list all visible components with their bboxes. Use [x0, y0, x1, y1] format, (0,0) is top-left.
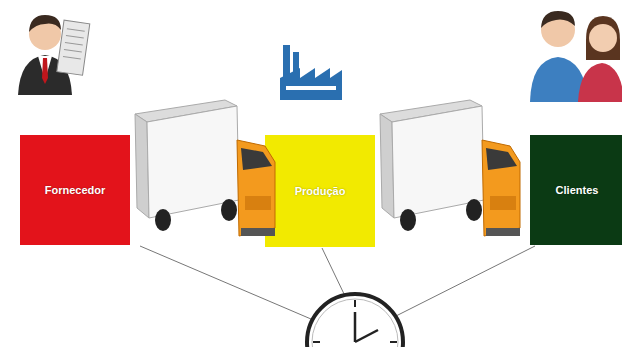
truck-icon: [380, 100, 520, 236]
clock-tick: [354, 300, 356, 307]
document: [57, 20, 90, 75]
truck-icon: [135, 100, 275, 236]
factory-window: [286, 86, 336, 90]
document-line: [67, 29, 85, 32]
truck-cab: [237, 140, 275, 236]
clock-icon: [307, 294, 403, 347]
customers-icon: [530, 11, 622, 102]
bumper: [486, 228, 520, 236]
grille: [490, 196, 516, 210]
box-label: Produção: [291, 185, 350, 198]
supplier-icon: [18, 15, 90, 95]
factory-building: [280, 68, 342, 100]
person-body: [578, 63, 622, 102]
clock-tick: [390, 341, 397, 343]
leader-line: [322, 248, 345, 296]
leader-line: [140, 246, 318, 322]
process-box: Fornecedor: [20, 135, 130, 245]
clock-face: [307, 294, 403, 347]
clock-hand: [354, 312, 357, 342]
clock-tick: [313, 341, 320, 343]
windshield: [486, 148, 517, 170]
document-line: [63, 56, 81, 59]
factory-icon: [280, 45, 342, 100]
leader-line: [392, 246, 535, 318]
box-label: Clientes: [552, 184, 603, 197]
head: [589, 24, 617, 52]
process-box: Produção: [265, 135, 375, 247]
process-box: Clientes: [530, 135, 622, 245]
grille: [245, 196, 271, 210]
tie: [42, 58, 48, 84]
wheel: [221, 199, 237, 221]
clock-rim: [312, 299, 398, 347]
box-label: Fornecedor: [41, 184, 110, 197]
document-line: [65, 43, 83, 46]
wheel: [155, 209, 171, 231]
clock-hand: [355, 330, 378, 342]
hair: [29, 15, 61, 32]
hair: [541, 11, 575, 28]
document-line: [64, 49, 82, 52]
truck-cab: [482, 140, 520, 236]
document-line: [66, 36, 84, 39]
bumper: [241, 228, 275, 236]
wheel: [400, 209, 416, 231]
hair: [586, 16, 620, 60]
wheel: [466, 199, 482, 221]
windshield: [241, 148, 272, 170]
